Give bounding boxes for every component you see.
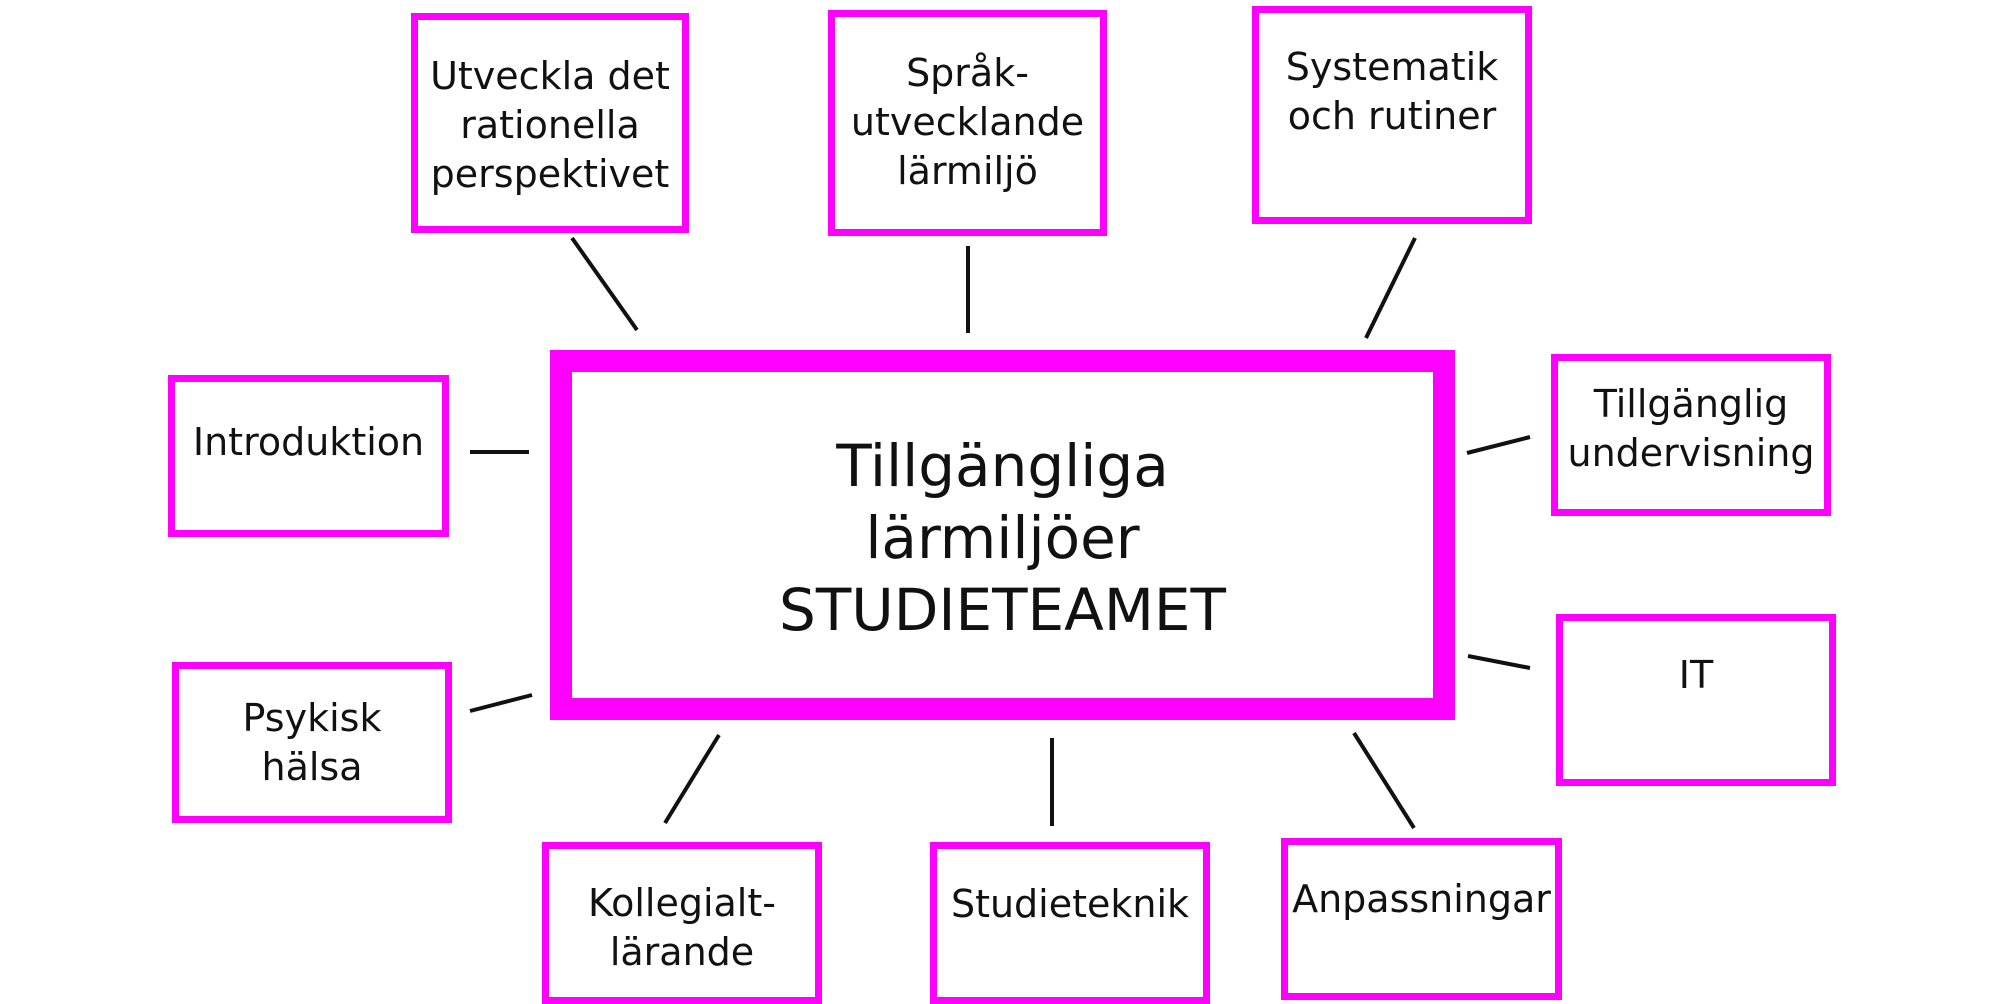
node-utveckla: Utveckla det rationella perspektivet — [411, 13, 689, 233]
node-kollegialt: Kollegialt- lärande — [542, 842, 822, 1004]
node-label: IT — [1678, 652, 1714, 697]
central-topic-subtitle: STUDIETEAMET — [779, 576, 1226, 644]
node-systematik: Systematik och rutiner — [1252, 6, 1532, 224]
node-label: Tillgänglig undervisning — [1567, 382, 1815, 475]
connector-tillganglig-undervisning — [1466, 435, 1531, 455]
connector-systematik — [1364, 237, 1417, 339]
node-label: Anpassningar — [1292, 876, 1551, 921]
node-studieteknik: Studieteknik — [930, 842, 1210, 1004]
connector-it — [1467, 654, 1531, 670]
node-label: Språk- utvecklande lärmiljö — [850, 51, 1085, 193]
node-label: Kollegialt- lärande — [588, 881, 776, 974]
node-psykisk-halsa: Psykisk hälsa — [172, 662, 452, 823]
node-label: Systematik och rutiner — [1285, 45, 1499, 138]
node-label: Utveckla det rationella perspektivet — [430, 54, 670, 196]
central-topic-text: Tillgängliga lärmiljöer STUDIETEAMET — [779, 430, 1226, 646]
connector-psykisk-halsa — [469, 693, 533, 713]
connector-utveckla — [570, 236, 639, 332]
node-sprak: Språk- utvecklande lärmiljö — [828, 10, 1107, 236]
node-anpassningar: Anpassningar — [1281, 838, 1562, 1000]
connector-kollegialt — [663, 733, 721, 825]
node-label: Introduktion — [192, 419, 425, 464]
node-label: Studieteknik — [950, 881, 1190, 926]
node-label: Psykisk hälsa — [242, 695, 382, 789]
node-introduktion: Introduktion — [168, 375, 449, 537]
central-topic-title: Tillgängliga lärmiljöer — [836, 432, 1169, 572]
node-tillganglig-undervisning: Tillgänglig undervisning — [1551, 354, 1831, 516]
node-it: IT — [1556, 614, 1836, 786]
connector-anpassningar — [1352, 731, 1416, 830]
central-topic-box: Tillgängliga lärmiljöer STUDIETEAMET — [550, 350, 1455, 720]
